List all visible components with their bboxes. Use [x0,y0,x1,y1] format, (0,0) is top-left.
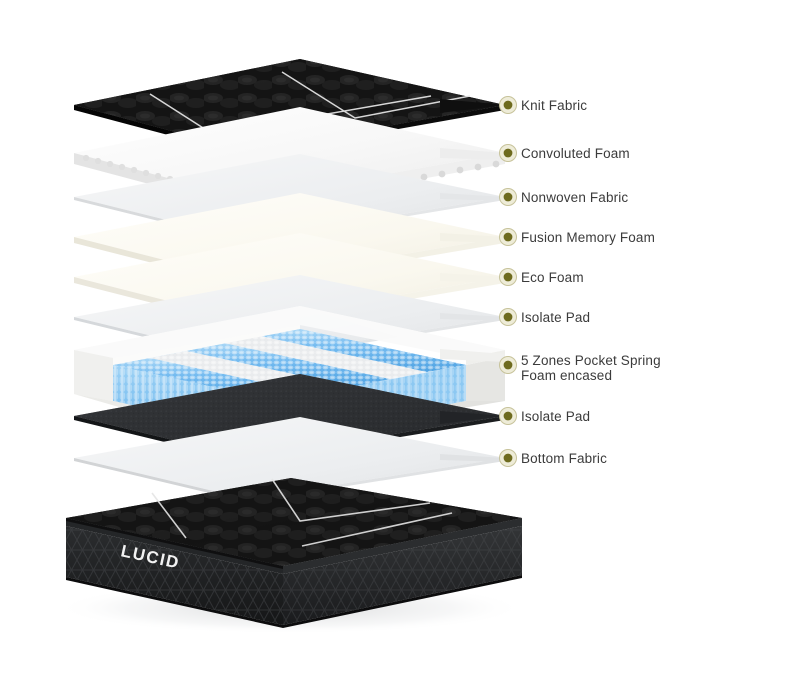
layer-markers[interactable] [499,96,517,467]
convoluted-leader-tail [440,148,505,160]
marker-convoluted-foam[interactable] [499,144,517,162]
label-isolate-pad-top[interactable]: Isolate Pad [521,310,591,325]
marker-isolate-pad-top[interactable] [499,308,517,326]
marker-fusion-memory-foam[interactable] [499,228,517,246]
isolate-bottom-leader-tail [440,411,505,424]
label-fusion-memory-foam[interactable]: Fusion Memory Foam [521,230,655,245]
label-isolate-pad-bottom[interactable]: Isolate Pad [521,409,591,424]
label-nonwoven-fabric[interactable]: Nonwoven Fabric [521,190,629,205]
label-bottom-fabric[interactable]: Bottom Fabric [521,451,607,466]
spring-zones-top [113,329,466,401]
base-quilt-stitch-lines [151,478,453,547]
marker-eco-foam[interactable] [499,268,517,286]
label-convoluted-foam[interactable]: Convoluted Foam [521,146,630,161]
marker-bottom-fabric[interactable] [499,449,517,467]
marker-nonwoven-fabric[interactable] [499,188,517,206]
knit-leader-tail [440,99,505,113]
mattress-base[interactable]: LUCID [66,478,522,628]
fusion-leader-tail [440,233,505,243]
eco-leader-tail [440,273,505,283]
label-eco-foam[interactable]: Eco Foam [521,270,584,285]
bottom-fabric-leader-tail [440,454,505,462]
marker-isolate-pad-bottom[interactable] [499,407,517,425]
label-pocket-spring-foam-encased[interactable]: 5 Zones Pocket Spring Foam encased [521,353,661,383]
marker-knit-fabric[interactable] [499,96,517,114]
spring-leader-tail [440,349,505,362]
marker-pocket-spring[interactable] [499,356,517,374]
isolate-top-leader-tail [440,313,505,321]
nonwoven-leader-tail [440,193,505,201]
label-knit-fabric[interactable]: Knit Fabric [521,98,588,113]
